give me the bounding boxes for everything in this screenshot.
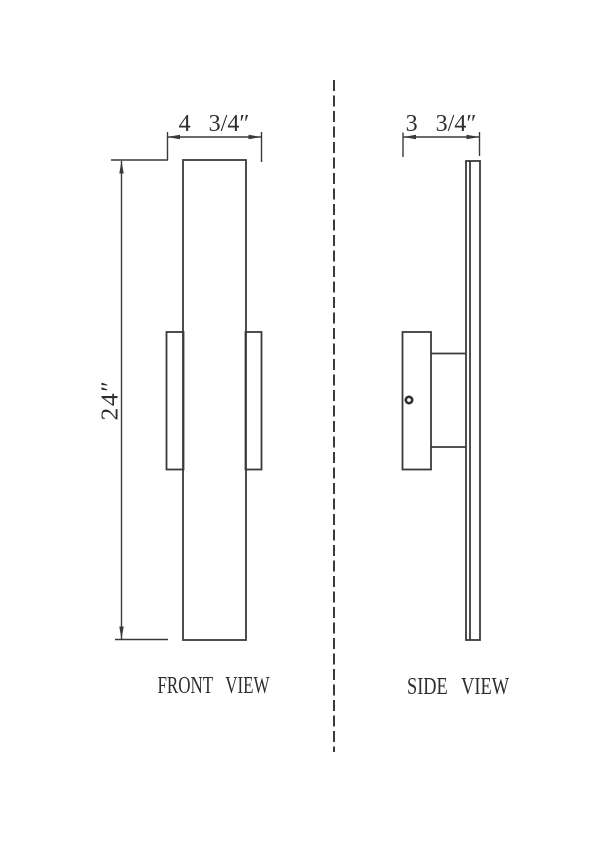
front-mounting-plate-right-tab	[244, 331, 263, 471]
height-dim-arrow-bottom-icon	[119, 626, 124, 640]
front-width-arrow-left-icon	[167, 134, 180, 140]
front-width-dimension: 4 3/4″	[166, 111, 263, 162]
side-depth-dimension: 3 3/4″	[402, 111, 481, 157]
side-depth-arrow-left-icon	[403, 134, 416, 140]
front-view-caption: FRONT VIEW	[158, 673, 270, 699]
side-mounting-plate-outline	[401, 331, 432, 471]
side-view-group: 3 3/4″ SIDE VIEW	[401, 111, 509, 700]
front-view-group: 24″ 4 3/4″ FRONT VIEW	[98, 111, 270, 699]
front-width-dimension-label: 4 3/4″	[179, 111, 250, 137]
side-depth-dimension-label: 3 3/4″	[406, 111, 477, 137]
height-dim-arrow-top-icon	[119, 160, 124, 174]
side-fixture-bar-outline	[465, 160, 481, 641]
front-width-arrow-right-icon	[248, 134, 262, 140]
mounting-screw-icon	[404, 395, 414, 405]
side-depth-arrow-right-icon	[466, 134, 480, 140]
side-view-caption: SIDE VIEW	[407, 674, 509, 700]
height-dimension-label: 24″	[98, 380, 124, 421]
front-fixture-bar-outline	[182, 159, 247, 641]
height-dimension: 24″	[98, 159, 168, 641]
front-mounting-plate-left-tab	[165, 331, 185, 471]
